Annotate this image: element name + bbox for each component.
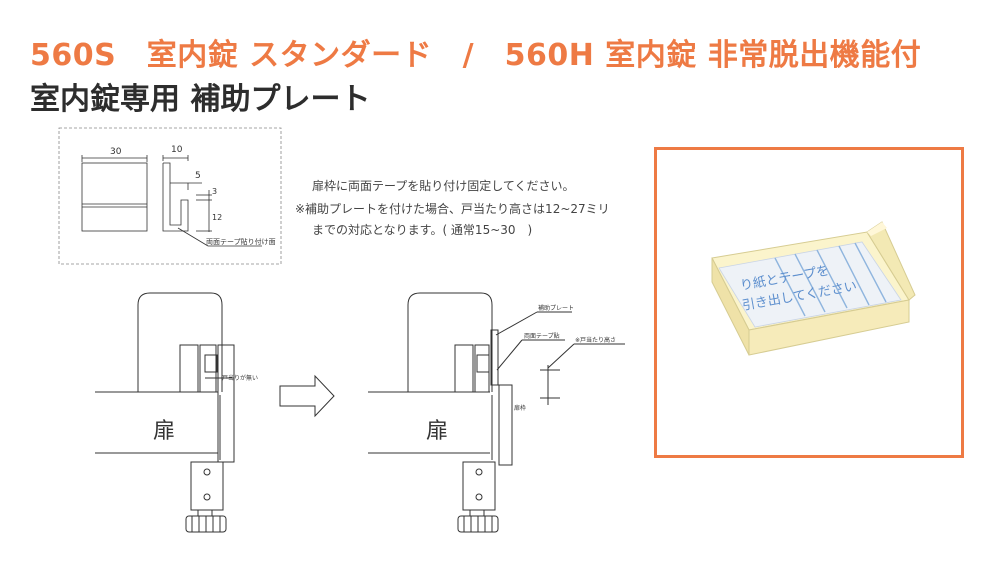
door-label-right: 扉	[426, 419, 448, 444]
note-line-1: 扉枠に両面テープを貼り付け固定してください。	[312, 179, 575, 193]
title-line-1: 560S 室内錠 スタンダード / 560H 室内錠 非常脱出機能付	[30, 38, 922, 73]
title-line-2: 室内錠専用 補助プレート	[30, 82, 371, 117]
lock-diagram-right	[368, 292, 625, 533]
lock-diagram-left	[95, 292, 235, 533]
product-photo-frame: り紙とテープを 引き出してください	[654, 147, 964, 458]
dim-5-label: 5	[195, 171, 201, 181]
gap-label: 戸当りが無い	[222, 374, 258, 382]
arrow-icon	[279, 374, 335, 418]
height-label: ※戸当たり高さ	[575, 336, 616, 344]
dim-12-label: 12	[212, 213, 222, 222]
plate-side-view	[162, 155, 262, 247]
tape-surface-label: 両面テープ貼り付け面	[206, 237, 276, 246]
product-photo: り紙とテープを 引き出してください	[711, 221, 916, 356]
dim-width-label: 30	[110, 147, 122, 157]
note-line-3: までの対応となります。( 通常15~30 )	[312, 223, 533, 237]
frame-label: 扉枠	[514, 404, 526, 412]
door-label-left: 扉	[153, 419, 175, 444]
tape-label-right: 両面テープ貼	[524, 332, 560, 340]
plate-front-view	[81, 155, 148, 232]
plate-label: 補助プレート	[538, 304, 574, 312]
dim-thickness-label: 10	[171, 145, 183, 155]
dimension-box	[58, 127, 282, 265]
note-line-2: ※補助プレートを付けた場合、戸当たり高さは12~27ミリ	[295, 202, 610, 216]
dim-3-label: 3	[212, 187, 217, 196]
